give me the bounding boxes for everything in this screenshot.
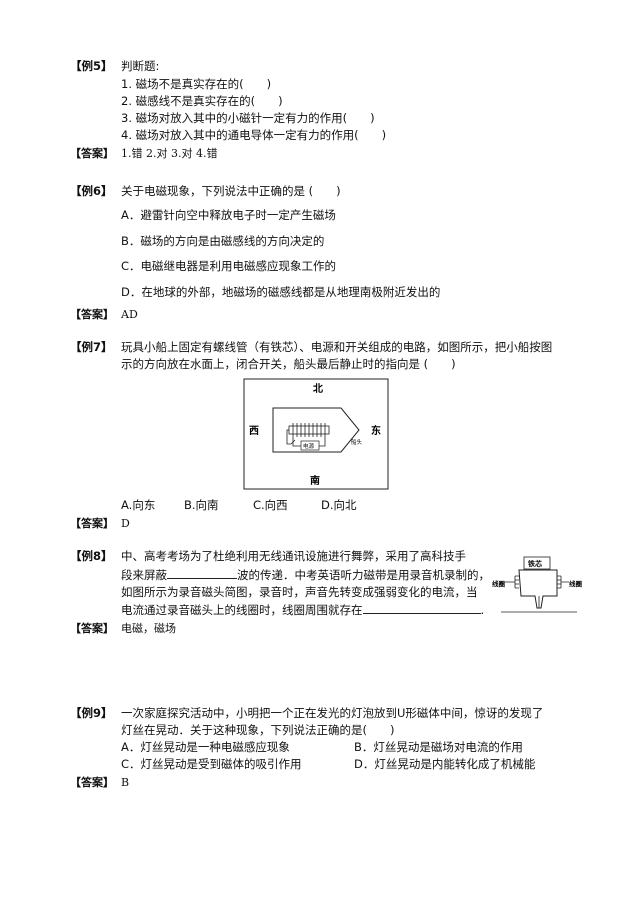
label-north: 北 [313,382,323,395]
ex8-line4-a: 电流通过录音磁头上的线圈时，线圈周围就存在 [121,603,363,617]
ex8-line2: 段来屏蔽 波的传递．中考英语听力磁带是用录音机录制的， [121,566,490,584]
ex9-option-b: B．灯丝晃动是磁场对电流的作用 [354,740,523,754]
label-east: 东 [371,424,381,437]
ex8-blank-1 [167,566,237,579]
ex9-line1: 一次家庭探究活动中，小明把一个正在发光的灯泡放到U形磁体中间，惊讶的发现了 [121,706,544,720]
ex7-answer-label: 【答案】 [70,517,114,530]
ex6-answer: AD [121,308,138,321]
ex8-line3: 如图所示为录音磁头简图，录音时，声音先转变成强弱变化的电流，当 [121,585,478,599]
ex6-question: 关于电磁现象，下列说法中正确的是 ( ) [121,184,341,198]
ex7-option-a: A.向东 [121,498,156,512]
ex9-option-a: A．灯丝晃动是一种电磁感应现象 [121,740,290,754]
ex7-question-line2: 示的方向放在水面上，闭合开关，船头最后静止时的指向是 ( ) [121,357,456,371]
ex5-answer: 1.错 2.对 3.对 4.错 [121,147,218,160]
ex8-blank-2 [362,601,481,614]
ex9-answer: B [121,776,130,789]
ex8-label: 【例8】 [70,549,113,563]
ex6-answer-label: 【答案】 [70,308,114,321]
ex6-option-d: D．在地球的外部，地磁场的磁感线都是从地理南极附近发出的 [121,285,441,299]
ex5-item-2: 2. 磁感线不是真实存在的( ) [121,94,283,108]
ex6-option-a: A．避雷针向空中释放电子时一定产生磁场 [121,208,336,222]
ex7-option-c: C.向西 [253,498,288,512]
ex7-question-line1: 玩具小船上固定有螺线管（有铁芯）、电源和开关组成的电路，如图所示，把小船按图 [121,340,553,354]
ex8-line4: 电流通过录音磁头上的线圈时，线圈周围就存在. [121,601,484,619]
iron-core-shape [518,569,558,609]
ex9-label: 【例9】 [70,706,113,720]
coil-left [505,575,519,589]
core-label: 铁芯 [528,559,542,568]
boat-hull [272,407,360,453]
ex5-title: 判断题: [121,59,160,73]
ex6-label: 【例6】 [70,184,113,198]
ex6-option-c: C．电磁继电器是利用电磁感应现象工作的 [121,259,337,273]
ex5-label: 【例5】 [70,59,113,73]
ex7-answer: D [121,517,130,530]
water-frame [243,378,389,490]
coil-right [557,575,569,589]
recording-head-diagram: 铁芯 线圈 线圈 [492,556,583,613]
ex8-line2-a: 段来屏蔽 [121,568,167,582]
switch [290,439,296,445]
power-source-label: 电源 [303,442,315,450]
coil-right-label: 线圈 [569,579,583,588]
ex5-item-4: 4. 磁场对放入其中的通电导体一定有力的作用( ) [121,128,387,142]
bow-label: 船头 [351,438,363,446]
ex5-item-1: 1. 磁场不是真实存在的( ) [121,77,272,91]
core-label-box [523,556,551,570]
ex7-option-b: B.向南 [184,498,219,512]
ex5-item-3: 3. 磁场对放入其中的小磁针一定有力的作用( ) [121,111,375,125]
ex8-answer: 电磁，磁场 [121,622,176,635]
solenoid-coil [292,423,326,437]
ex8-line4-b: . [480,603,485,617]
ex8-line1: 中、高考考场为了杜绝利用无线通讯设施进行舞弊，采用了高科技手 [121,549,466,563]
boat-diagram: 北 南 西 东 电源 船头 [243,378,389,490]
label-south: 南 [310,474,320,487]
ex7-option-d: D.向北 [321,498,357,512]
ex9-answer-label: 【答案】 [70,776,114,789]
power-source [300,440,320,451]
ex9-option-c: C．灯丝晃动是受到磁体的吸引作用 [121,757,302,771]
ex9-line2: 灯丝在晃动．关于这种现象，下列说法正确的是( ) [121,723,395,737]
ex6-option-b: B．磁场的方向是由磁感线的方向决定的 [121,234,325,248]
label-west: 西 [249,425,259,437]
ex9-option-d: D．灯丝晃动是内能转化成了机械能 [354,757,536,771]
ex5-answer-label: 【答案】 [70,147,114,160]
ex7-label: 【例7】 [70,340,113,354]
coil-left-label: 线圈 [492,579,506,588]
ex8-answer-label: 【答案】 [70,622,114,635]
ex8-line2-b: 波的传递．中考英语听力磁带是用录音机录制的， [237,568,490,582]
